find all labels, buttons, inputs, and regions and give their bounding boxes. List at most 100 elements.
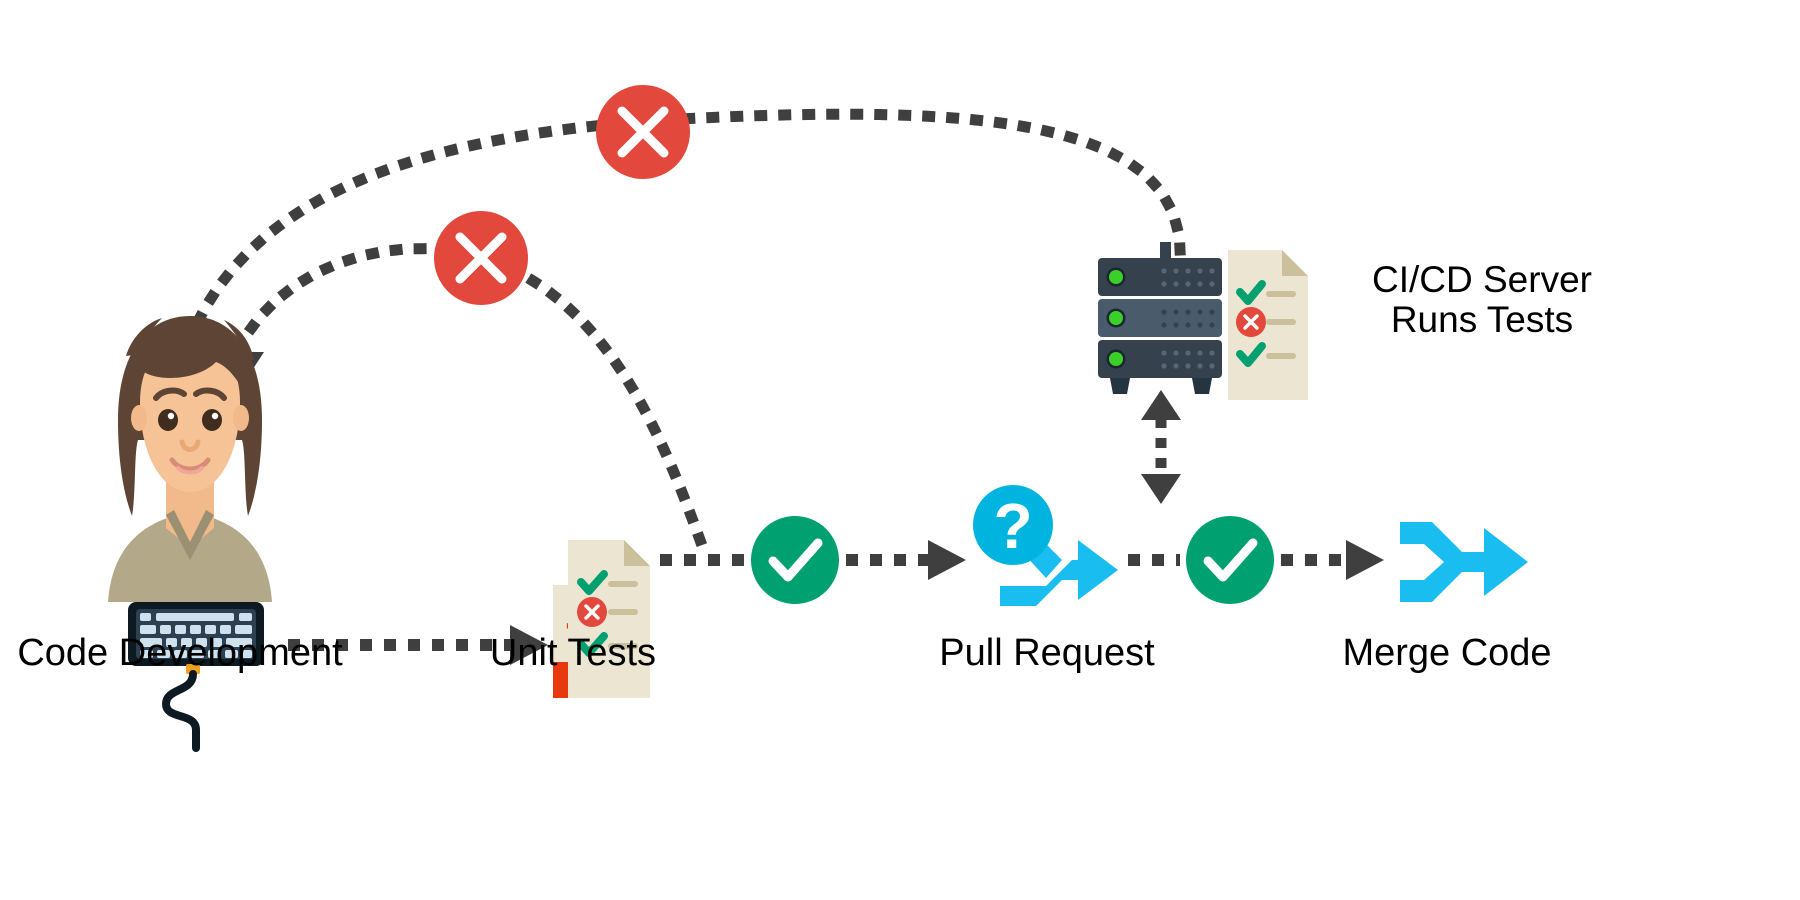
arrowhead-pass-to-merge <box>1346 540 1384 580</box>
arrowhead-dev-to-tests <box>510 625 548 665</box>
check-icon <box>1236 342 1266 367</box>
avatar-eye-right <box>202 409 222 431</box>
avatar-nose <box>179 439 201 452</box>
server-unit <box>1098 340 1222 378</box>
connector-pr-to-server <box>1141 390 1181 504</box>
x-icon <box>1243 314 1259 330</box>
report-doc-line <box>1266 319 1296 325</box>
server-led <box>1109 352 1123 366</box>
keyboard-key <box>175 625 186 634</box>
avatar-eyebrow-right <box>193 387 227 401</box>
avatar-hair-tuft-right <box>224 320 254 360</box>
cicd-server-icon[interactable] <box>1098 242 1222 394</box>
stage-label-code-development: Code Development <box>17 632 343 674</box>
check-icon <box>1203 538 1258 582</box>
test-doc-body <box>568 540 650 698</box>
avatar-hair-tuft-left <box>126 318 162 356</box>
pass-badge-tests[interactable] <box>751 516 839 604</box>
avatar-collar <box>166 510 214 560</box>
keyboard-key <box>190 625 201 634</box>
server-label-line2: Runs Tests <box>1391 299 1573 340</box>
connector-dev-to-tests <box>288 625 548 665</box>
stage-label-unit-tests: Unit Tests <box>490 632 656 674</box>
x-icon <box>455 232 507 284</box>
merge-code-icon[interactable] <box>1400 522 1528 602</box>
keyboard-key <box>140 650 153 658</box>
developer-avatar[interactable] <box>108 316 272 602</box>
server-vent-dots <box>1161 309 1215 328</box>
keyboard-key <box>242 650 252 658</box>
check-icon <box>577 632 608 657</box>
keyboard-key <box>191 650 204 658</box>
avatar-eye-glint-right <box>211 412 219 420</box>
arrowhead-pass-to-pr <box>928 540 966 580</box>
connector-pass-to-merge <box>1281 540 1384 580</box>
fail-badge-outer[interactable] <box>596 85 690 179</box>
keyboard-key <box>156 613 234 621</box>
server-foot-left <box>1110 378 1130 394</box>
test-doc-line <box>608 643 638 649</box>
keyboard-icon[interactable] <box>128 602 264 752</box>
arrowhead-up-to-server <box>1141 390 1181 420</box>
fail-badge-inner[interactable] <box>434 211 528 305</box>
test-doc-line <box>608 581 638 587</box>
keyboard-cable <box>161 670 200 752</box>
keyboard-key <box>205 625 216 634</box>
keyboard-key <box>235 625 252 634</box>
keyboard-key <box>208 650 221 658</box>
keyboard-key <box>196 638 207 647</box>
test-doc-line <box>608 609 638 615</box>
pass-badge-merge[interactable] <box>1186 516 1274 604</box>
avatar-face <box>140 340 240 492</box>
keyboard-key <box>211 638 222 647</box>
keyboard-key <box>220 625 231 634</box>
check-icon <box>1236 280 1266 305</box>
server-vent-dots <box>1161 350 1215 369</box>
avatar-mouth <box>169 457 211 472</box>
avatar-lip <box>176 466 204 475</box>
connector-pass-to-pr <box>846 540 966 580</box>
check-icon <box>577 570 608 595</box>
server-led <box>1109 270 1123 284</box>
server-label-line1: CI/CD Server <box>1372 259 1592 300</box>
keyboard-key <box>225 650 238 658</box>
keyboard-key <box>140 613 151 621</box>
keyboard-key <box>140 638 162 647</box>
keyboard-key <box>140 625 156 634</box>
report-doc-fold <box>1282 250 1308 276</box>
server-antenna <box>1160 242 1171 260</box>
arrowhead-down-to-pr <box>1141 474 1181 504</box>
check-icon <box>768 538 823 582</box>
stage-label-pull-request: Pull Request <box>939 632 1155 674</box>
report-doc-line <box>1266 291 1296 297</box>
avatar-eye-left <box>158 409 178 431</box>
keyboard-key <box>226 638 252 647</box>
report-doc-line <box>1266 353 1296 359</box>
keyboard-key <box>181 638 192 647</box>
pr-merge-arrow <box>1000 540 1118 606</box>
pull-request-icon[interactable]: ? <box>973 485 1118 606</box>
stage-label-merge-code: Merge Code <box>1342 632 1551 674</box>
keyboard-connector <box>186 664 200 674</box>
keyboard-key <box>239 613 252 621</box>
test-doc-fold <box>624 540 650 566</box>
keyboard-key <box>174 650 187 658</box>
server-report-document[interactable] <box>1228 250 1308 400</box>
x-icon <box>617 106 669 158</box>
pass-circle <box>1186 516 1274 604</box>
pass-circle <box>751 516 839 604</box>
server-foot-right <box>1192 378 1212 394</box>
server-vent-dots <box>1161 268 1215 287</box>
avatar-eyebrow-left <box>153 387 187 401</box>
server-unit <box>1098 258 1222 296</box>
server-unit <box>1098 299 1222 337</box>
merge-arrow-shape <box>1400 522 1528 602</box>
keyboard-key <box>166 638 177 647</box>
server-led <box>1109 311 1123 325</box>
avatar-ear-right <box>233 405 249 431</box>
test-results-document[interactable] <box>568 540 650 698</box>
keyboard-key <box>160 625 171 634</box>
pr-question-glyph: ? <box>993 490 1032 562</box>
avatar-hair-fringe <box>134 322 250 400</box>
